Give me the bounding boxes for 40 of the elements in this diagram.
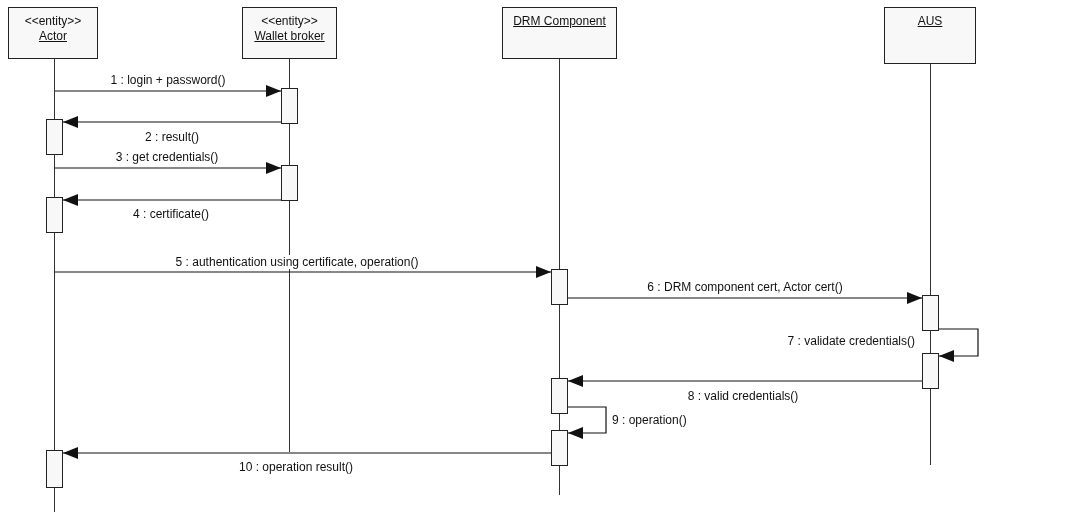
message-label: 5 : authentication using certificate, operation() bbox=[175, 255, 419, 269]
activation-bar bbox=[551, 378, 568, 414]
message-arrow bbox=[62, 194, 282, 206]
activation-bar bbox=[551, 430, 568, 466]
message-label: 9 : operation() bbox=[612, 413, 687, 427]
message-arrow bbox=[54, 85, 282, 97]
stereotype-label: <<entity>> bbox=[261, 14, 318, 29]
message-label: 4 : certificate() bbox=[133, 207, 209, 221]
activation-bar bbox=[281, 165, 298, 201]
message-arrow bbox=[62, 116, 282, 128]
message-arrow bbox=[54, 266, 552, 278]
message-label: 8 : valid credentials() bbox=[687, 389, 799, 403]
activation-bar bbox=[281, 88, 298, 124]
activation-bar bbox=[551, 269, 568, 305]
object-name: AUS bbox=[917, 14, 943, 29]
activation-bar bbox=[46, 119, 63, 155]
activation-bar bbox=[46, 450, 63, 488]
object-box bbox=[884, 7, 976, 64]
message-label: 3 : get credentials() bbox=[115, 150, 219, 164]
message-arrow bbox=[54, 162, 282, 174]
message-arrow bbox=[567, 292, 923, 304]
message-label: 10 : operation result() bbox=[238, 460, 354, 474]
message-arrow bbox=[567, 375, 923, 387]
object-box bbox=[8, 7, 98, 59]
object-name: DRM Component bbox=[513, 14, 606, 29]
activation-bar bbox=[46, 197, 63, 233]
object-box bbox=[242, 7, 337, 59]
message-label: 7 : validate credentials() bbox=[787, 334, 915, 348]
activation-bar bbox=[922, 295, 939, 331]
message-arrow bbox=[62, 447, 552, 459]
object-box bbox=[502, 7, 617, 59]
stereotype-label: <<entity>> bbox=[24, 14, 82, 29]
message-label: 2 : result() bbox=[145, 130, 199, 144]
message-label: 6 : DRM component cert, Actor cert() bbox=[647, 280, 843, 294]
object-name: Wallet broker bbox=[254, 29, 325, 44]
message-label: 1 : login + password() bbox=[110, 73, 226, 87]
object-name: Actor bbox=[39, 29, 67, 44]
self-message-arrow bbox=[567, 406, 607, 439]
self-message-arrow bbox=[938, 328, 979, 362]
activation-bar bbox=[922, 353, 939, 389]
